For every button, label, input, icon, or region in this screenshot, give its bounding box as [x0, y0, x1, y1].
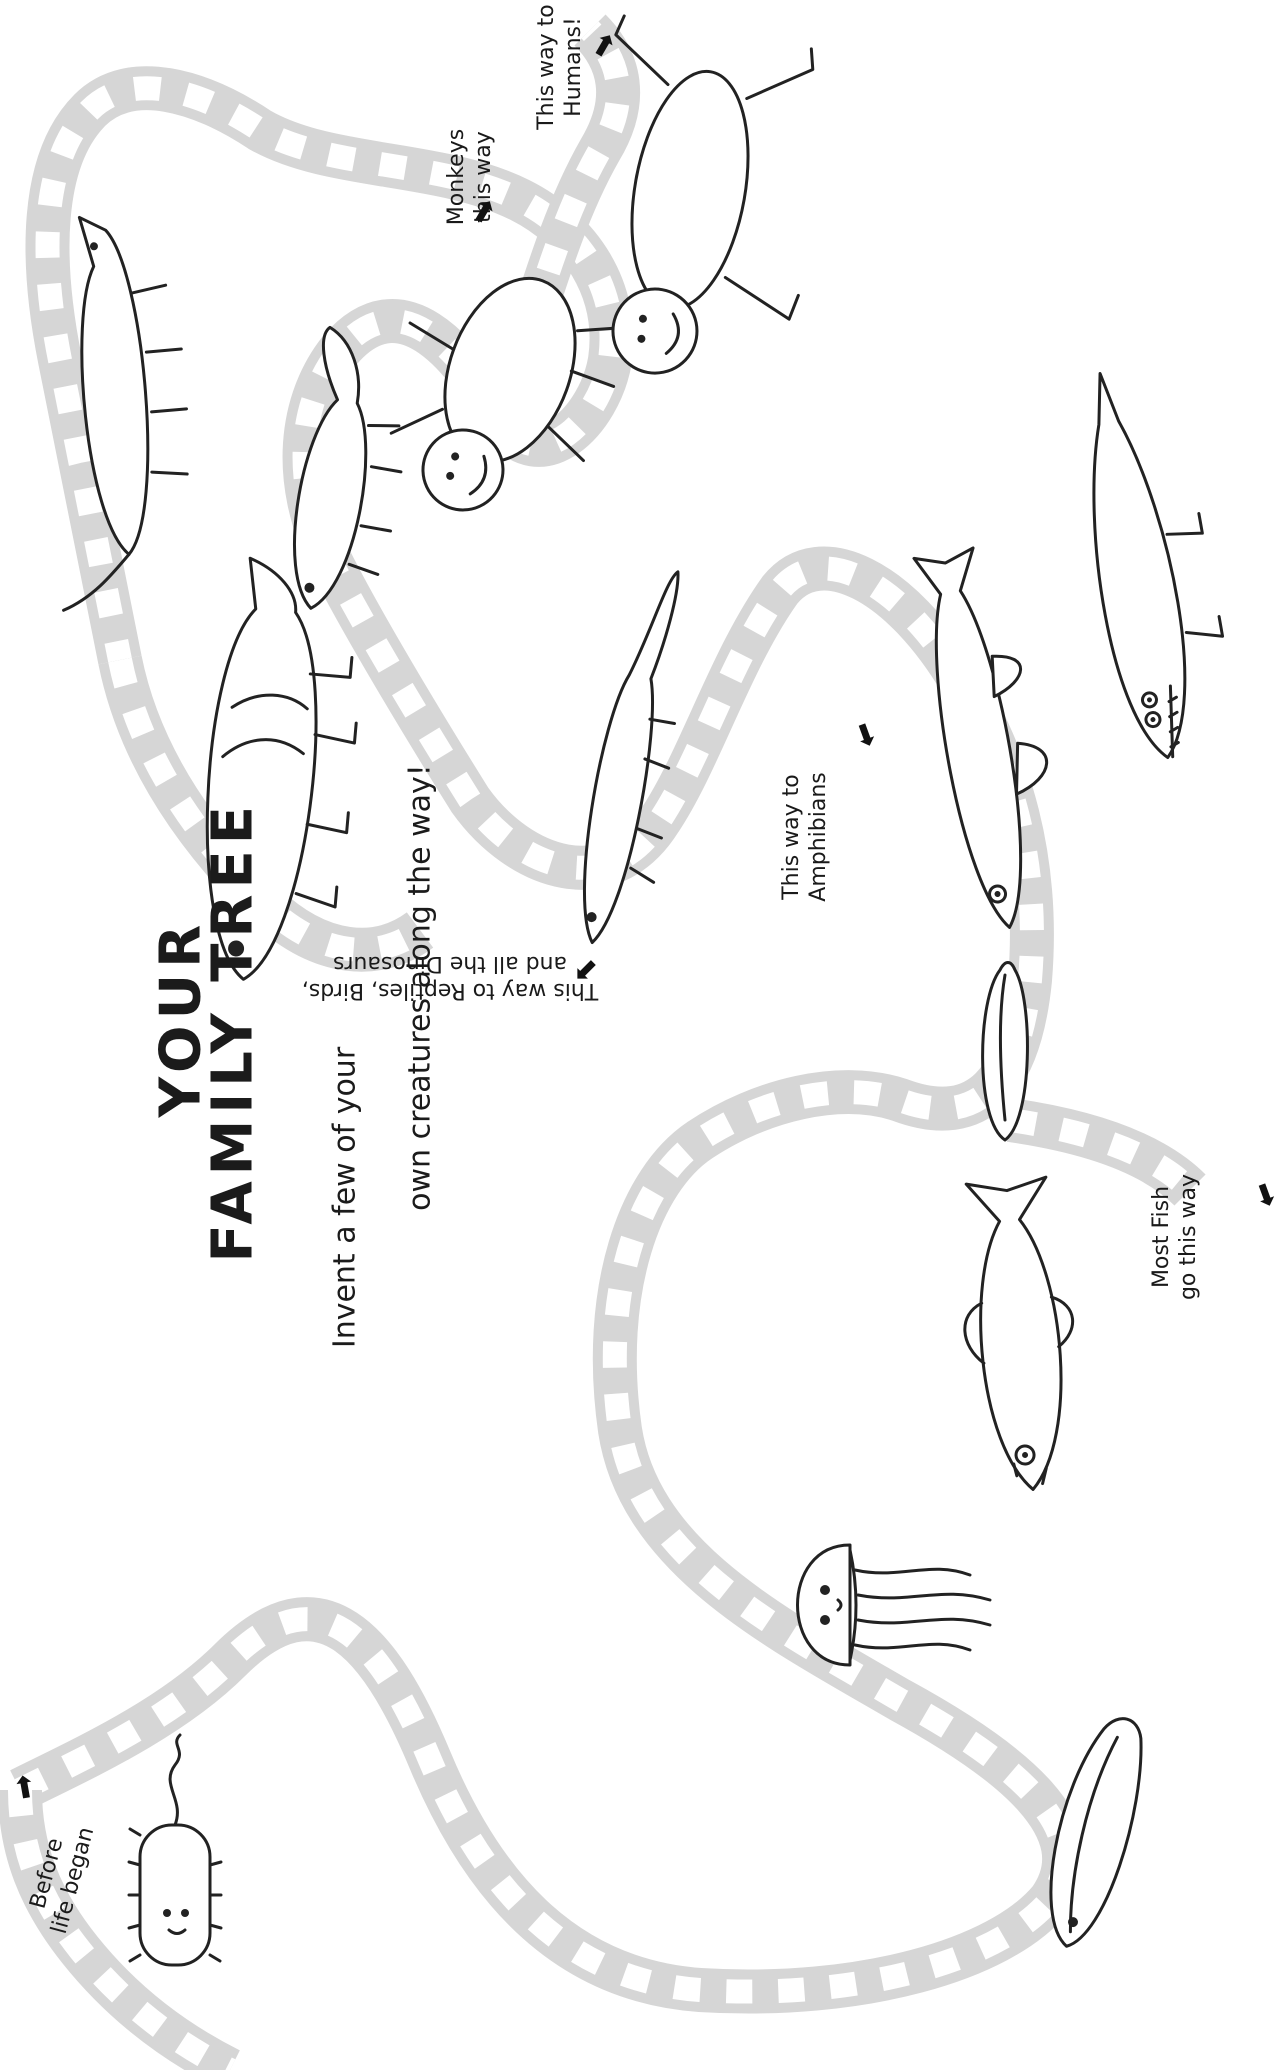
label-amphibians: This way to Amphibians — [778, 752, 832, 922]
label-reptiles: This way to Reptiles, Birds, and all the… — [300, 950, 600, 1004]
label-fish: Most Fish go this way — [1148, 1162, 1202, 1312]
subtitle-line-1: Invent a few of your — [328, 1033, 363, 1363]
page-title-line-2: FAMILY TREE — [201, 823, 266, 1263]
arrow-icon: ⬆ — [5, 1769, 44, 1808]
jellyfish-drawing — [798, 1545, 991, 1665]
amphibian-drawing — [1064, 360, 1242, 764]
fish-drawing — [952, 1176, 1087, 1494]
lamprey-drawing — [983, 963, 1028, 1141]
bacterium-drawing — [129, 1735, 221, 1965]
label-humans: This way to Humans! — [533, 0, 587, 147]
